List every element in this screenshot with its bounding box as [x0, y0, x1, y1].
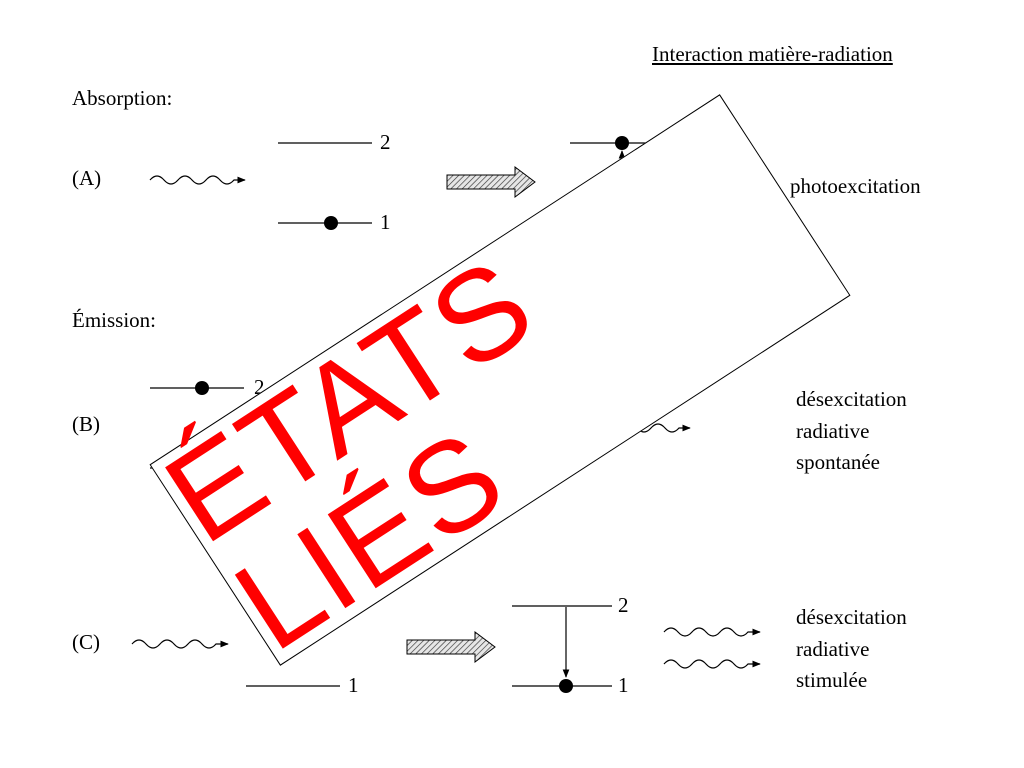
page-title: Interaction matière-radiation — [652, 42, 893, 66]
level-label-c-before-lower: 1 — [348, 673, 359, 697]
level-label-c-after-lower: 1 — [618, 673, 629, 697]
panel-b-label: (B) — [72, 412, 100, 436]
level-label-a-before-lower: 1 — [380, 210, 391, 234]
panel-c-desc-line-2: radiative — [796, 636, 870, 661]
panel-c-desc-line-3: stimulée — [796, 668, 868, 692]
level-label-b-before-upper: 2 — [254, 375, 265, 399]
section-emission: Émission: — [72, 308, 157, 332]
photon-wave-c-incoming — [131, 639, 229, 649]
electron-a-after — [615, 136, 629, 150]
panel-a-description: photoexcitation — [790, 174, 921, 198]
panel-a-label: (A) — [72, 166, 102, 190]
photon-wave-a-incoming — [149, 175, 246, 185]
panel-b-description: désexcitation radiative spontanée — [796, 384, 907, 479]
electron-c-after — [559, 679, 573, 693]
panel-b-desc-line-3: spontanée — [796, 450, 880, 474]
panel-b-desc-line-1: désexcitation — [796, 387, 907, 411]
photon-wave-c-out-1 — [663, 627, 761, 637]
panel-c-desc-line-1: désexcitation — [796, 605, 907, 629]
level-label-c-after-upper: 2 — [618, 593, 629, 617]
process-arrow-a — [446, 166, 536, 198]
panel-c-label: (C) — [72, 630, 100, 654]
panel-c-description: désexcitation radiative stimulée — [796, 602, 907, 697]
process-arrow-c — [406, 631, 496, 663]
photon-wave-c-out-2 — [663, 659, 761, 669]
electron-b-before — [195, 381, 209, 395]
panel-b-desc-line-2: radiative — [796, 418, 870, 443]
electron-a-before — [324, 216, 338, 230]
section-absorption: Absorption: — [72, 86, 173, 110]
level-label-a-before-upper: 2 — [380, 130, 391, 154]
